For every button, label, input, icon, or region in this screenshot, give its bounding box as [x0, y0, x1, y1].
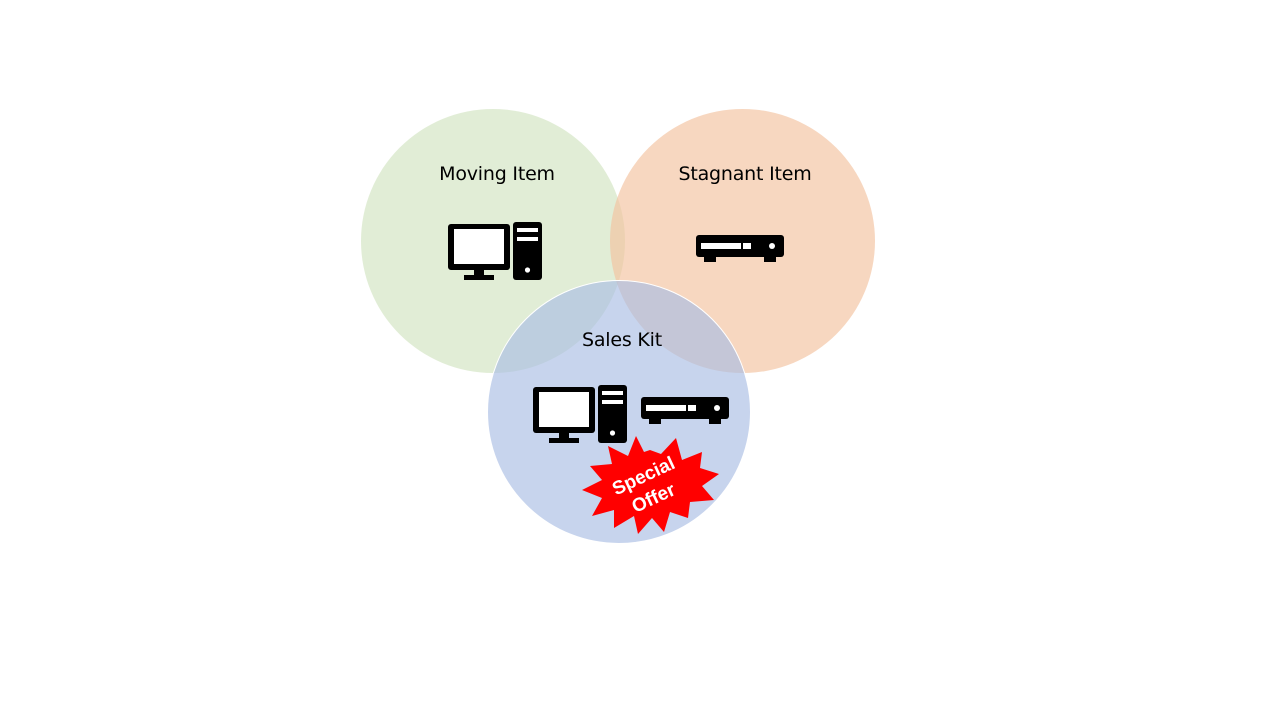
special-offer-starburst: Special Offer	[582, 436, 719, 534]
dvr-box-icon	[641, 397, 729, 424]
sales-kit-label: Sales Kit	[582, 329, 662, 351]
moving-item-label: Moving Item	[439, 163, 555, 185]
dvr-box-icon	[696, 235, 784, 262]
desktop-computer-icon	[448, 222, 542, 280]
stagnant-item-label: Stagnant Item	[678, 163, 812, 185]
starburst-shape	[582, 436, 719, 534]
desktop-computer-icon	[533, 385, 627, 443]
